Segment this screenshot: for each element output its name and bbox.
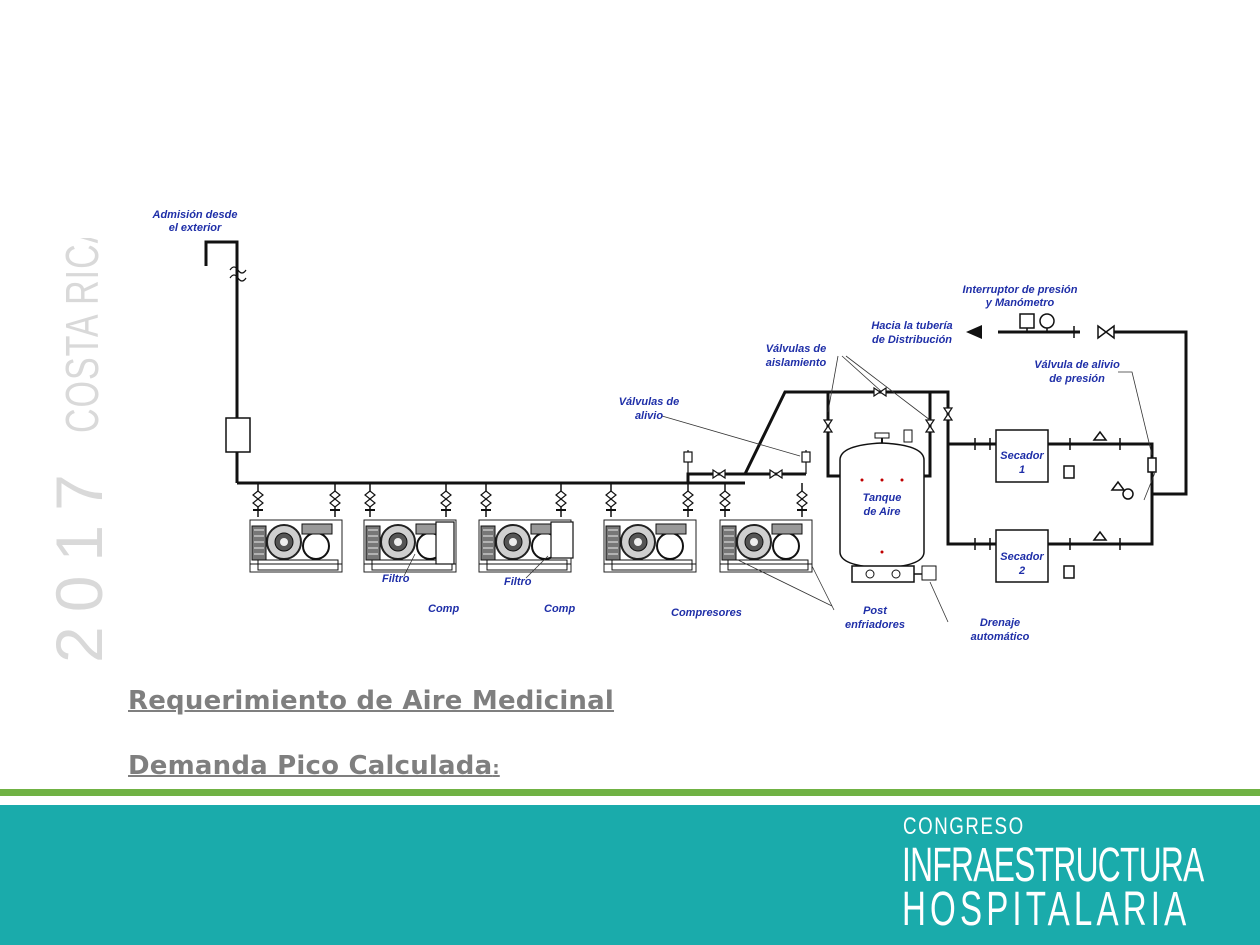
label-dryer-2: Secador — [1000, 551, 1044, 563]
watermark-year: 2017 — [42, 460, 110, 663]
label-tank: Tanque — [863, 492, 902, 504]
year-country-watermark: 2017 COSTA RICA — [42, 238, 110, 663]
watermark-country: COSTA RICA — [56, 238, 108, 433]
brand-line-infraestructura: INFRAESTRUCTURA — [902, 839, 1204, 892]
label-to-distribution: Hacia la tubería — [871, 320, 952, 332]
slide-title-requirement: Requerimiento de Aire Medicinal — [128, 686, 614, 716]
label-pressure-switch-2: y Manómetro — [985, 297, 1055, 309]
label-compressor-cut-1: Comp — [428, 603, 459, 615]
label-filter-2: Filtro — [504, 576, 532, 588]
brand-line-congreso: CONGRESO — [903, 813, 1025, 840]
label-isolation-valves: Válvulas de — [766, 343, 827, 355]
brand-line-hospitalaria: HOSPITALARIA — [902, 883, 1191, 936]
label-relief-valves-2: alivio — [635, 410, 663, 422]
dryers — [995, 429, 1075, 583]
label-tank-2: de Aire — [864, 506, 901, 518]
label-pressure-relief: Válvula de alivio — [1034, 359, 1120, 371]
inline-filters — [435, 521, 574, 565]
label-pressure-switch: Interruptor de presión — [963, 284, 1078, 296]
compressor-bank — [249, 519, 813, 573]
footer-band — [0, 805, 1260, 945]
label-to-distribution-2: de Distribución — [872, 334, 952, 346]
peak-demand-colon: : — [492, 758, 500, 779]
label-isolation-valves-2: aislamiento — [766, 357, 827, 369]
label-auto-drain-2: automático — [971, 631, 1030, 643]
label-auto-drain: Drenaje — [980, 617, 1020, 629]
relief-valve-symbols — [683, 386, 954, 480]
label-compressor-cut-2: Comp — [544, 603, 575, 615]
peak-demand-text: Demanda Pico Calculada — [128, 751, 493, 781]
label-dryer-1: Secador — [1000, 450, 1044, 462]
intake-filter — [225, 417, 251, 453]
compressor-drops — [252, 482, 808, 518]
label-intake-2: el exterior — [169, 222, 222, 234]
label-intake: Admisión desde — [152, 209, 238, 221]
label-compressors: Compresores — [671, 607, 742, 619]
leader-lines — [403, 355, 1157, 623]
intake-pipe — [204, 240, 247, 483]
label-aftercoolers-2: enfriadores — [845, 619, 905, 631]
label-dryer-1-num: 1 — [1019, 464, 1025, 476]
label-relief-valves: Válvulas de — [619, 396, 680, 408]
flow-arrow-icon — [966, 325, 982, 339]
slide-title-peak-demand: Demanda Pico Calculada: — [128, 751, 500, 781]
label-dryer-2-num: 2 — [1018, 565, 1025, 577]
label-filter-1: Filtro — [382, 573, 410, 585]
air-tank — [839, 429, 937, 583]
footer-accent-stripe — [0, 789, 1260, 796]
label-aftercoolers: Post — [863, 605, 888, 617]
label-pressure-relief-2: de presión — [1049, 373, 1105, 385]
dryer-fittings — [974, 313, 1157, 550]
dryer-piping — [985, 330, 1188, 546]
